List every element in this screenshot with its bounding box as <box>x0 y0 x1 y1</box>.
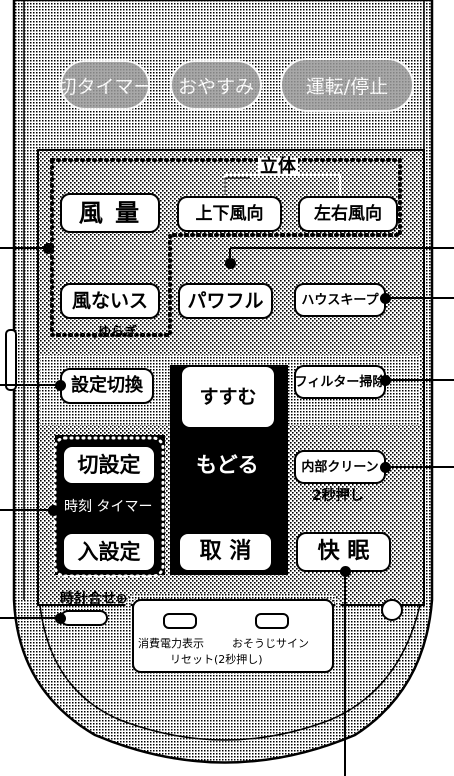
kiri-settei-button[interactable]: 切設定 <box>62 445 156 485</box>
powerful-button[interactable]: パワフル <box>178 283 273 319</box>
callout-dot <box>380 375 391 386</box>
sleep-button[interactable]: おやすみ <box>170 60 262 110</box>
setting-switch-button[interactable]: 設定切換 <box>60 368 154 404</box>
rittai-label: 立体 <box>258 156 298 177</box>
fan-speed-button[interactable]: 風 量 <box>60 193 160 233</box>
cleaning-sign-button[interactable] <box>255 613 289 629</box>
housekeep-button[interactable]: ハウスキープ <box>294 283 386 317</box>
callout-dot <box>225 258 236 269</box>
callout-dot <box>380 462 391 473</box>
iri-settei-button[interactable]: 入設定 <box>62 532 156 572</box>
off-timer-button[interactable]: 切タイマー <box>58 60 153 110</box>
cleaning-sign-label: おそうじサイン <box>232 637 309 650</box>
callout-dot <box>43 243 54 254</box>
internal-clean-button[interactable]: 内部クリーン <box>294 450 386 484</box>
kazenaisu-button[interactable]: 風ないス <box>60 283 160 319</box>
callout-dot <box>48 505 59 516</box>
clock-set-button[interactable] <box>60 610 108 626</box>
horizontal-airflow-button[interactable]: 左右風向 <box>298 196 398 232</box>
timer-label: 時刻 タイマー <box>64 499 153 515</box>
power-display-button[interactable] <box>163 613 197 629</box>
vertical-airflow-button[interactable]: 上下風向 <box>177 196 282 232</box>
modoru-label[interactable]: もどる <box>196 453 259 477</box>
filter-clean-button[interactable]: フィルター掃除 <box>294 365 386 399</box>
susumu-button[interactable]: すすむ <box>180 365 276 429</box>
callout-dot <box>380 293 391 304</box>
clock-set-label: 時計合せ⊕ <box>60 591 128 607</box>
nibyou-label: 2秒押し <box>312 488 364 504</box>
callout-dot <box>340 566 351 577</box>
cancel-button[interactable]: 取 消 <box>178 532 273 572</box>
run-stop-button[interactable]: 運転/停止 <box>280 58 414 112</box>
reset-label: リセット(2秒押し) <box>170 653 263 666</box>
wind-swing-icon: ⌞ <box>92 325 99 340</box>
round-button <box>381 599 403 621</box>
yuragi-label: ⌞ゆらぎ <box>92 325 138 340</box>
callout-dot <box>55 613 66 624</box>
clock-icon: ⊕ <box>116 591 128 607</box>
power-display-label: 消費電力表示 <box>138 637 204 650</box>
callout-dot <box>55 380 66 391</box>
